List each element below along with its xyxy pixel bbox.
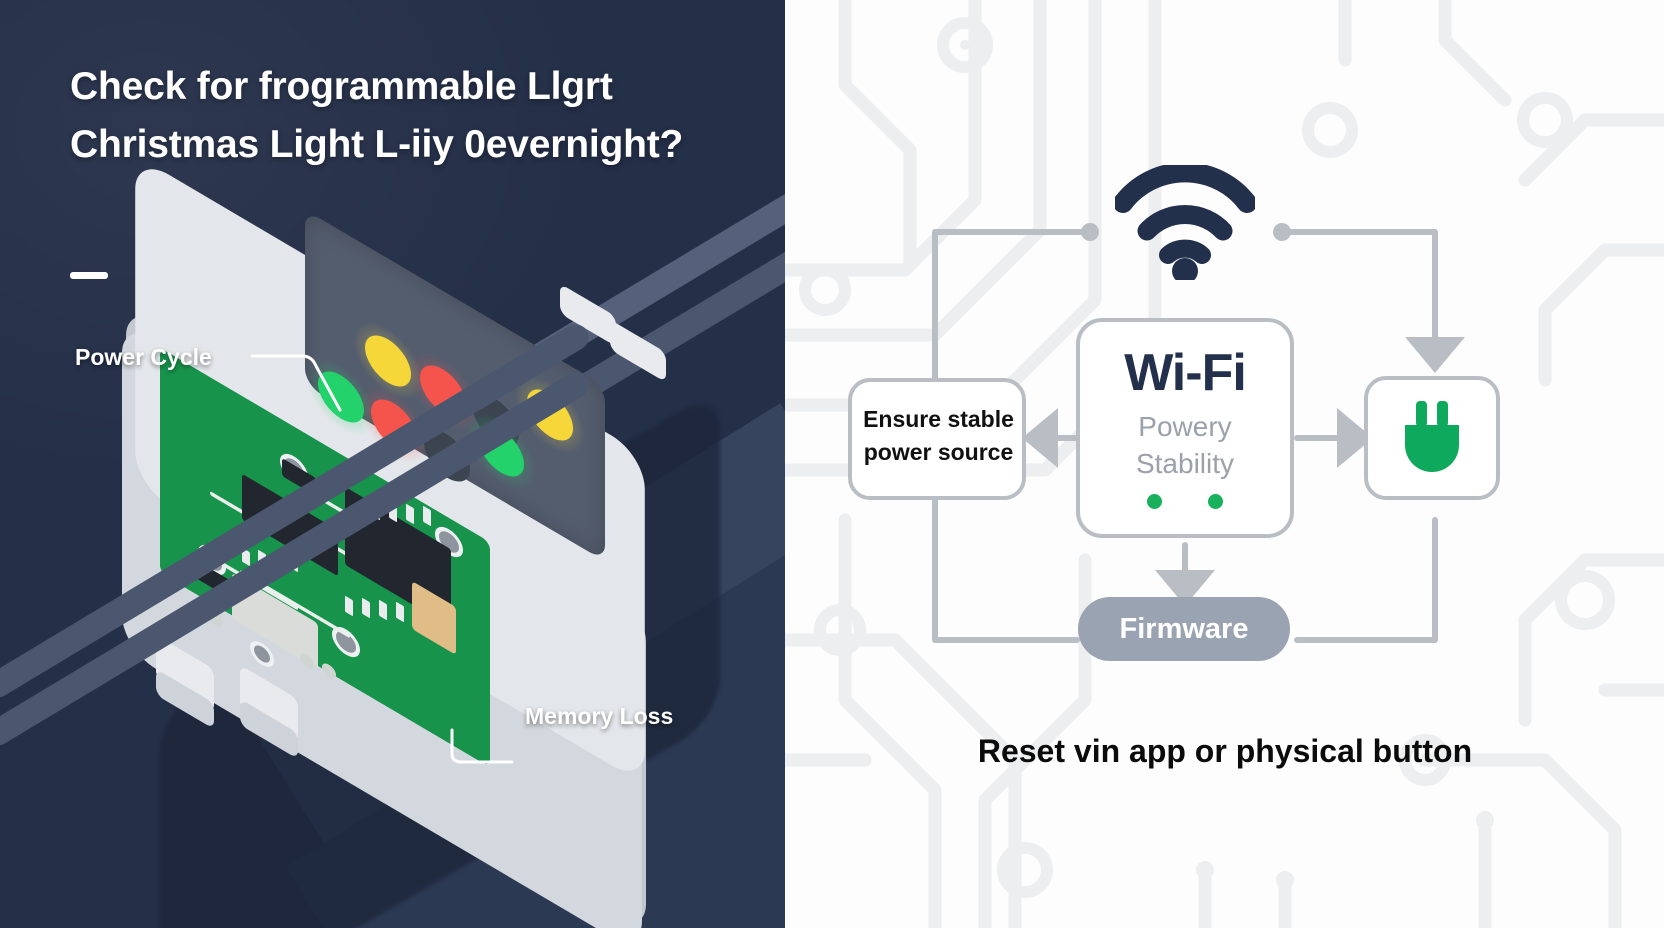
wifi-signal-icon <box>1115 165 1255 280</box>
firmware-pill[interactable]: Firmware <box>1078 597 1290 661</box>
ensure-power-source-line1: Ensure stable <box>863 406 1014 432</box>
wifi-card-subtitle-line1: Powery <box>1138 410 1232 442</box>
ensure-power-source-box[interactable] <box>848 378 1026 500</box>
bottom-caption: Reset vin app or physical button <box>977 733 1473 769</box>
page-title: Check for frogrammable Llgrt Christmas L… <box>70 65 684 166</box>
status-dot-2 <box>1208 494 1223 510</box>
wifi-card-title: Wi-Fi <box>1124 343 1247 402</box>
firmware-pill-label: Firmware <box>1119 612 1249 645</box>
wifi-status-dots <box>1147 494 1223 510</box>
callout-label-power-cycle: Power Cycle <box>75 344 212 370</box>
power-plug-icon <box>1405 401 1459 472</box>
right-panel: Ensure stable power source Wi-Fi Powery … <box>785 0 1664 928</box>
power-plug-box[interactable] <box>1364 376 1500 500</box>
wifi-card-subtitle: Powery Stability <box>1136 409 1234 483</box>
title-underline-rule <box>70 272 108 279</box>
left-panel: Check for frogrammable Llgrt Christmas L… <box>0 0 785 928</box>
ensure-power-source-label: Ensure stable power source <box>836 403 1041 468</box>
callout-label-memory-loss: Memory Loss <box>525 703 674 729</box>
status-dot-1 <box>1147 494 1162 510</box>
controller-device-illustration <box>0 154 785 928</box>
ensure-power-source-line2: power source <box>863 438 1014 465</box>
wifi-card-subtitle-line2: Stability <box>1135 447 1235 479</box>
wifi-status-card[interactable]: Wi-Fi Powery Stability <box>1076 318 1294 538</box>
